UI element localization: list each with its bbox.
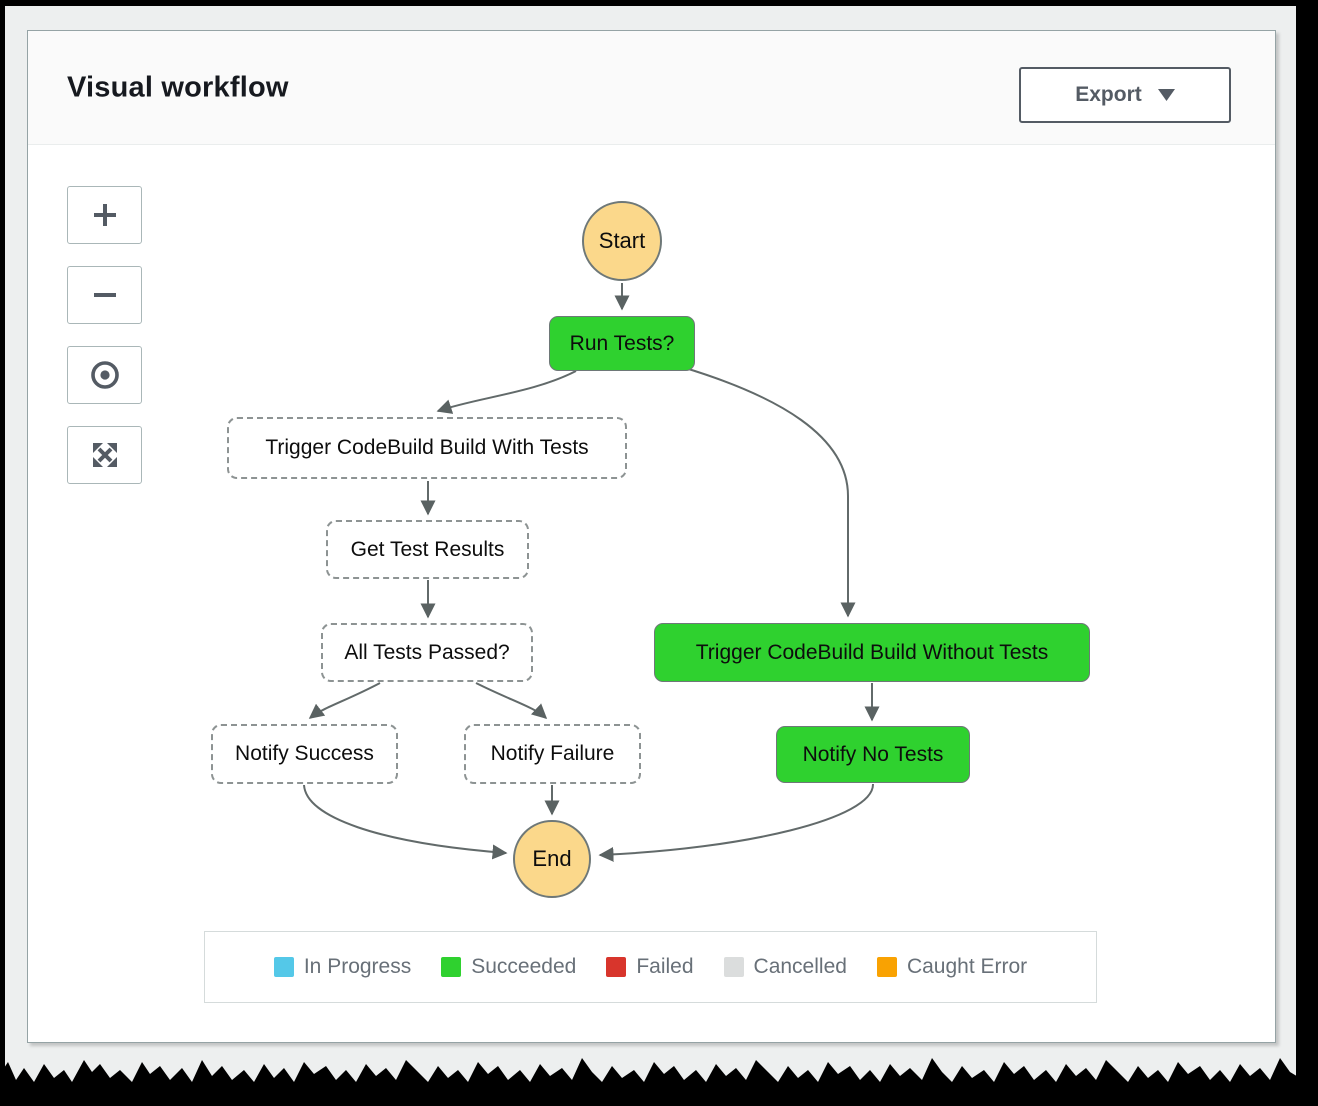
legend-label: In Progress [303,955,412,978]
workflow-node-notify-no-tests[interactable]: Notify No Tests [776,726,970,783]
cancelled-swatch [723,957,744,977]
workflow-node-notify-success[interactable]: Notify Success [211,724,398,784]
plus-icon [93,204,116,226]
legend-label: Cancelled [753,955,847,978]
frame-right-edge [1296,0,1318,1106]
zoom-in-button[interactable] [67,186,142,244]
succeeded-swatch [441,957,462,977]
fit-view-button[interactable] [67,426,142,484]
workflow-node-trigger-with-tests[interactable]: Trigger CodeBuild Build With Tests [227,417,627,479]
legend-label: Caught Error [906,955,1028,978]
workflow-node-get-test-results[interactable]: Get Test Results [326,520,529,579]
caught-error-swatch [876,957,897,977]
legend-label: Succeeded [471,955,577,978]
legend-item-caught-error: Caught Error [876,955,1028,979]
expand-arrows-icon [92,443,117,467]
zoom-out-button[interactable] [67,266,142,324]
workflow-node-notify-failure[interactable]: Notify Failure [464,724,641,784]
workflow-node-trigger-without-tests[interactable]: Trigger CodeBuild Build Without Tests [654,623,1090,682]
legend-label: Failed [636,955,694,978]
workflow-edges [303,283,880,862]
frame-top-edge [0,0,1318,6]
visual-workflow-panel: Visual workflow Export [27,30,1276,1043]
legend-item-succeeded: Succeeded [441,955,576,979]
workflow-node-all-tests-passed[interactable]: All Tests Passed? [321,623,533,682]
page-title: Visual workflow [67,71,289,103]
minus-icon [93,293,116,297]
failed-swatch [606,957,627,977]
legend-item-cancelled: Cancelled [723,955,847,979]
workflow-node-end[interactable]: End [513,820,591,898]
workflow-node-start[interactable]: Start [582,201,662,281]
legend-item-failed: Failed [606,955,694,979]
torn-bottom-edge [0,1058,1318,1106]
panel-header: Visual workflow Export [28,31,1275,145]
center-view-button[interactable] [67,346,142,404]
target-icon [90,361,119,389]
in-progress-swatch [273,957,294,977]
export-button-label: Export [1075,83,1142,106]
frame-left-edge [0,0,5,1106]
workflow-node-run-tests[interactable]: Run Tests? [549,316,695,371]
export-button[interactable]: Export [1019,67,1231,123]
chevron-down-icon [1157,89,1175,101]
legend-item-in-progress: In Progress [273,955,412,979]
status-legend: In Progress Succeeded Failed Cancelled C… [204,931,1097,1003]
